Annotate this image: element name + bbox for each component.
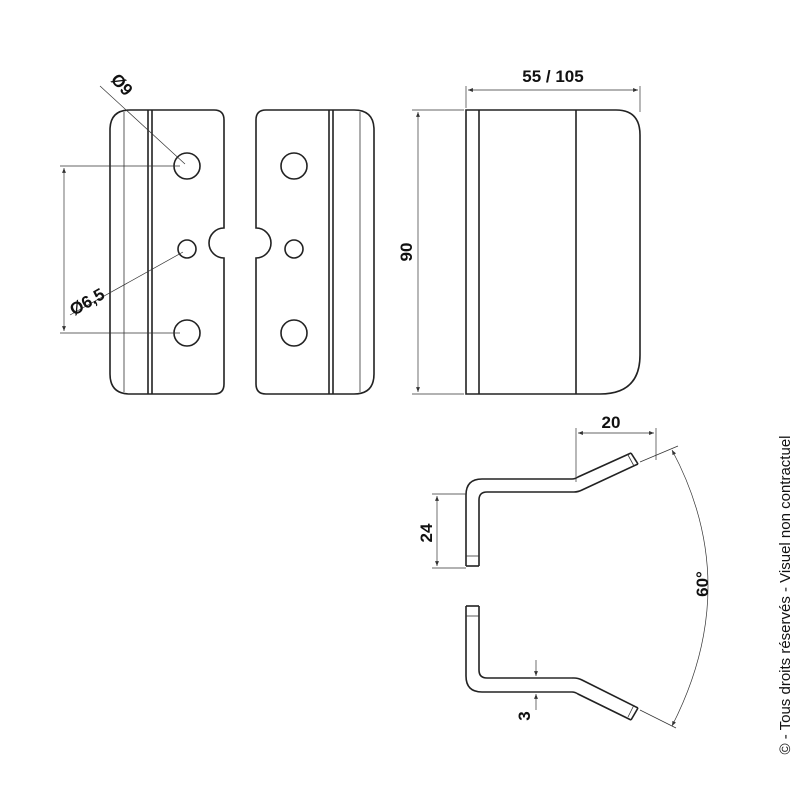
dim-thickness: 3 [515, 711, 534, 720]
dim-hole-small: Ø6,5 [67, 285, 108, 320]
right-hole-bottom [280, 319, 308, 347]
copyright-notice: © - Tous droits réservés - Visuel non co… [777, 436, 794, 755]
left-hole-mid [177, 239, 197, 259]
left-leaf [109, 109, 225, 395]
dim-height: 90 [397, 243, 416, 262]
profile-view [465, 452, 639, 721]
right-hole-mid [284, 239, 304, 259]
dim-leg: 24 [417, 523, 436, 542]
dim-hole-large: Ø9 [107, 70, 136, 100]
dim-angle: 60° [693, 571, 712, 597]
dim-width: 55 / 105 [522, 67, 583, 86]
right-leaf [255, 109, 375, 395]
right-hole-top [280, 152, 308, 180]
dim-flange: 20 [602, 413, 621, 432]
side-view [465, 109, 641, 395]
